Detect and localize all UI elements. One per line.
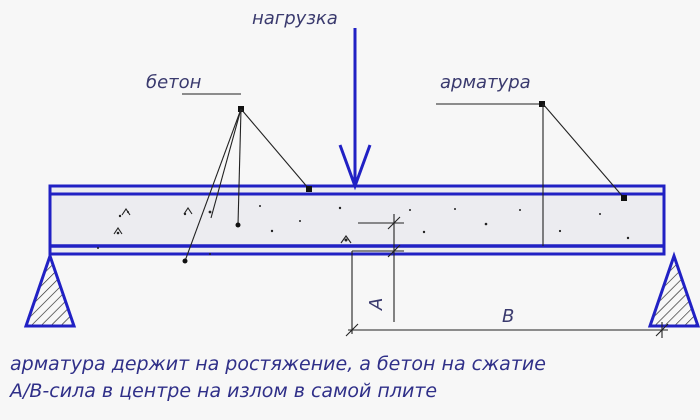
load-arrow (338, 28, 372, 191)
concrete-slab (48, 184, 666, 256)
caption-line-2: А/В-сила в центре на излом в самой плите (8, 380, 437, 402)
dimension-b-label: В (502, 306, 514, 327)
rebar-leaders (436, 101, 627, 246)
concrete-aggregate (97, 205, 630, 255)
dimension-a-label: А (366, 298, 387, 311)
dimension-a (351, 214, 404, 334)
load-label: нагрузка (252, 8, 338, 29)
left-support (23, 251, 77, 328)
dimension-b (345, 322, 669, 338)
rebar-label: арматура (440, 72, 531, 93)
concrete-label: бетон (146, 72, 202, 93)
right-support (647, 251, 700, 328)
concrete-leaders (182, 93, 312, 264)
caption-line-1: арматура держит на ростяжение, а бетон н… (10, 353, 546, 375)
